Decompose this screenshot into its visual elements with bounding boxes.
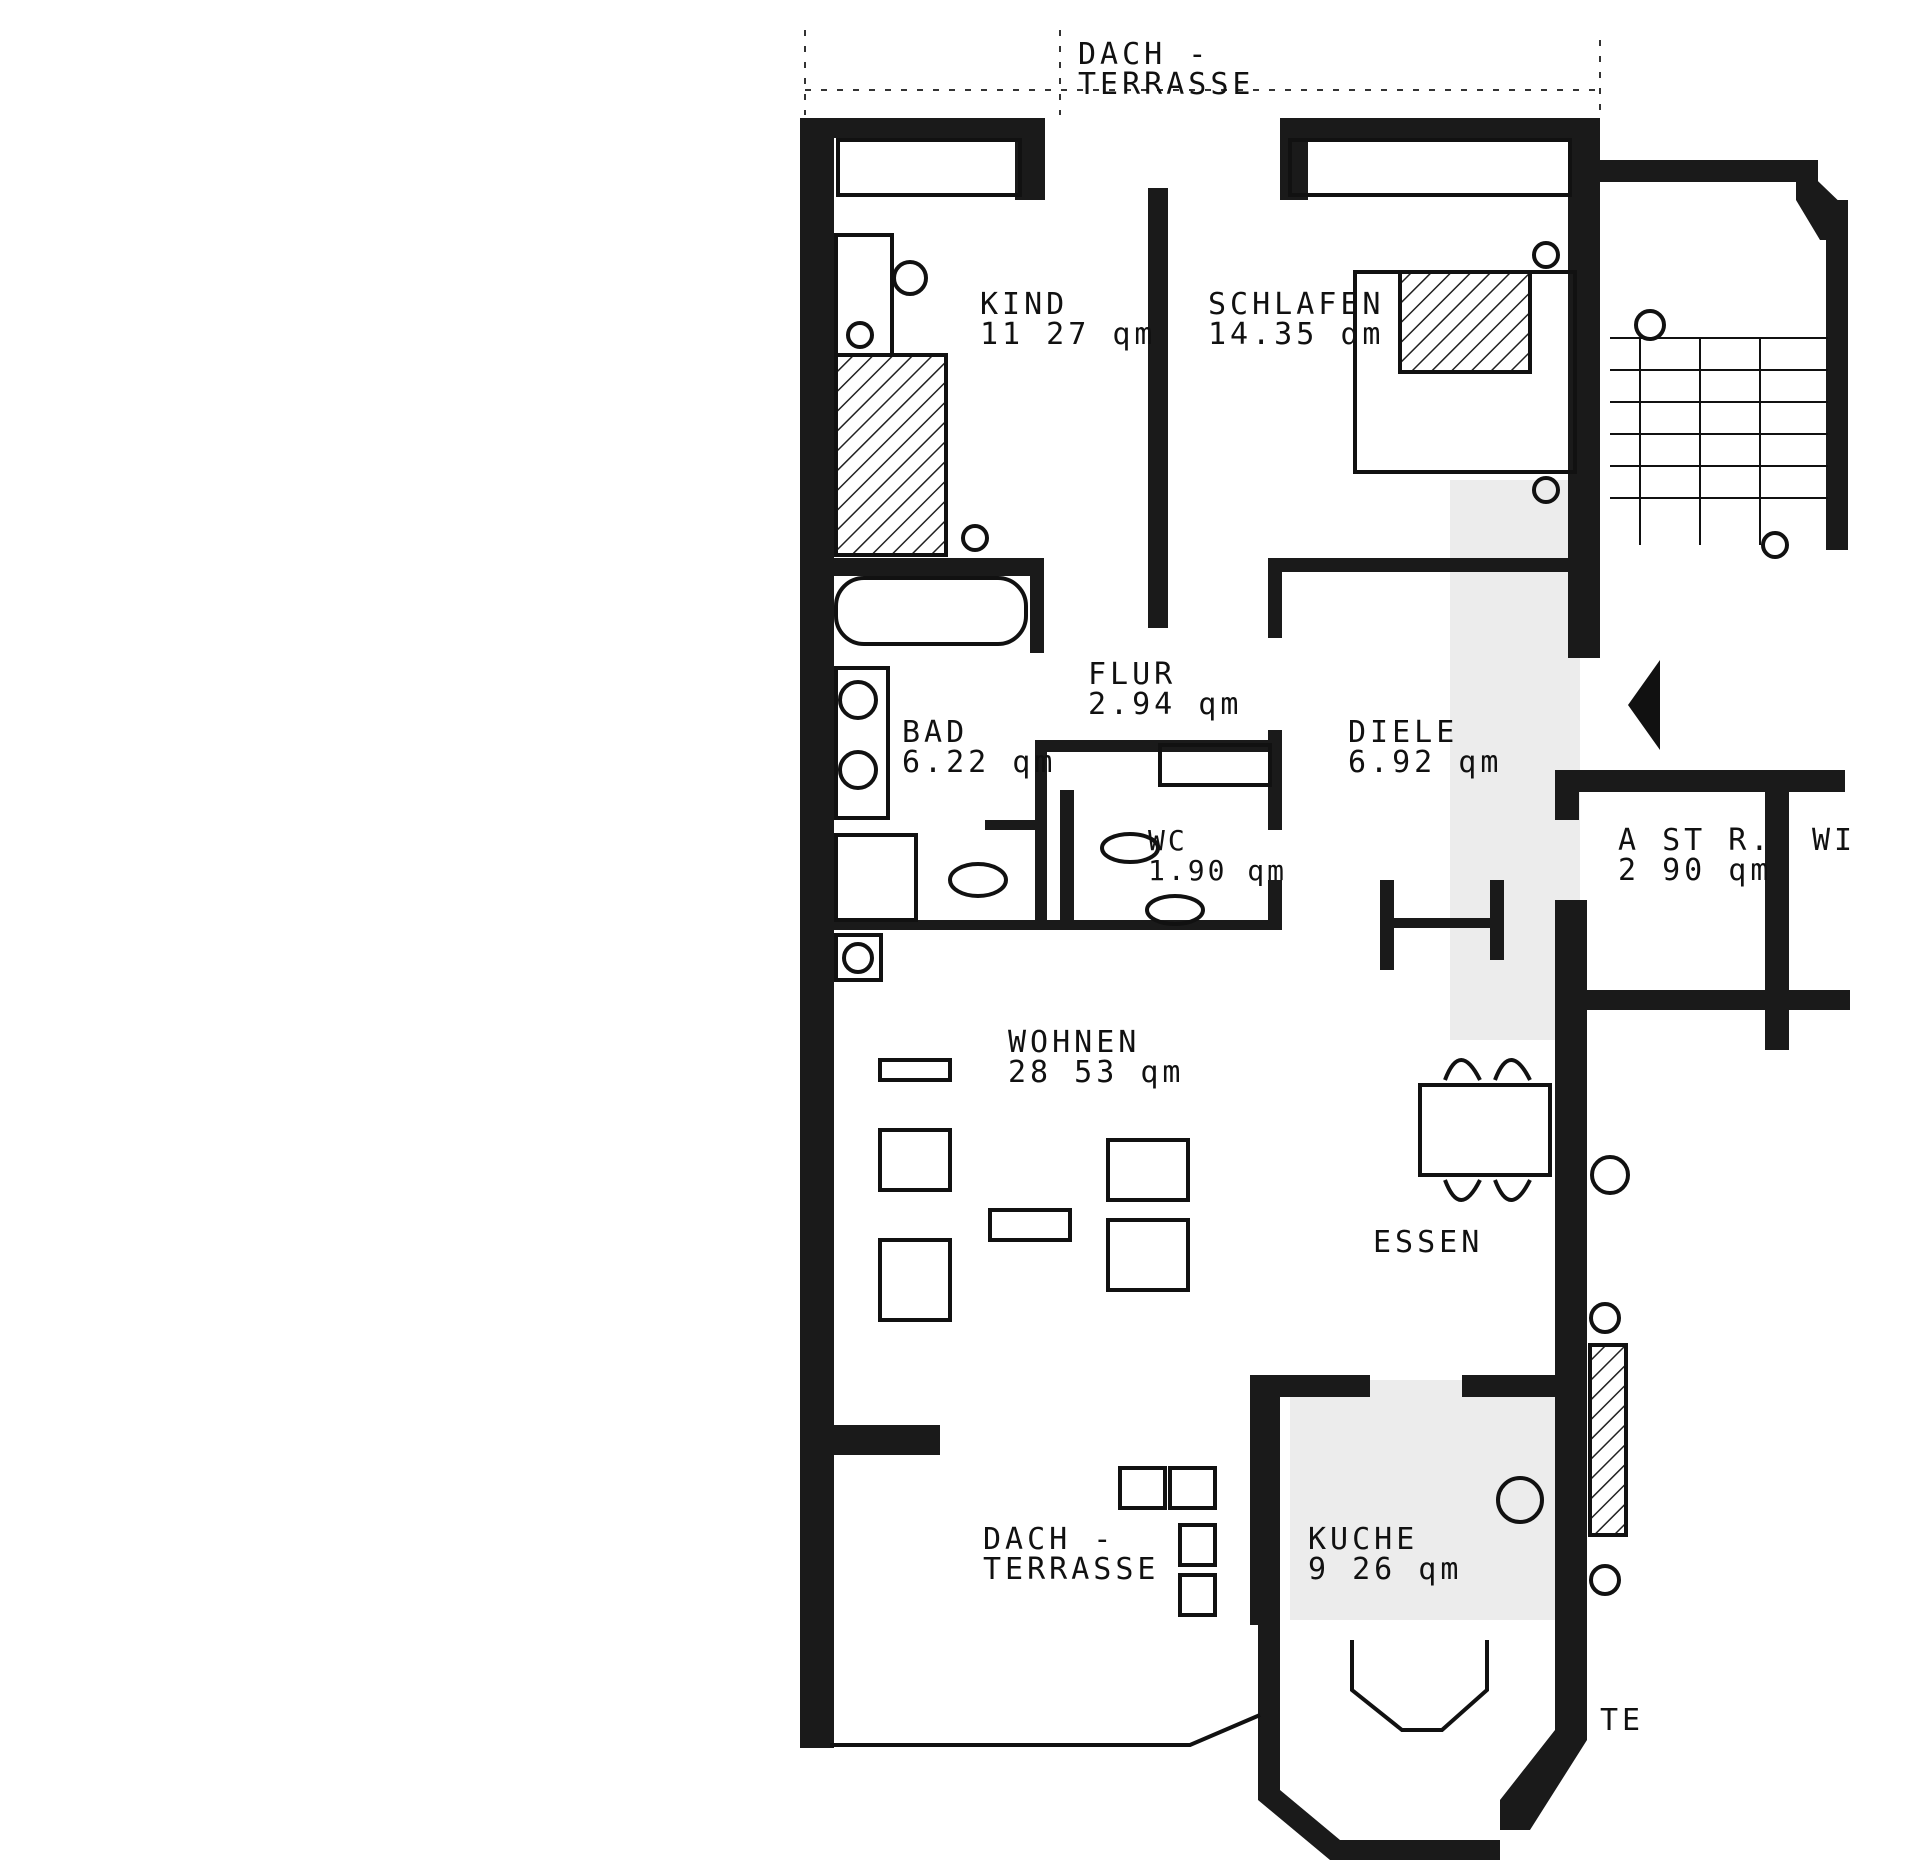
room-name: BAD [902,715,969,750]
room-label-dachterrasse-bottom: DACH - TERRASSE [983,1525,1160,1585]
room-area: 14.35 qm [1208,317,1385,352]
boundary-lines [804,30,1601,115]
room-name: KIND [980,287,1069,322]
room-name: WC [1148,824,1188,857]
room-area: 9 26 qm [1308,1552,1463,1587]
room-name-line1: DACH - [1078,37,1211,72]
room-name: KUCHE [1308,1522,1419,1557]
room-area: 2.94 qm [1088,687,1243,722]
room-label-flur: FLUR 2.94 qm [1088,660,1242,720]
room-label-cut-wi: WI [1812,826,1856,856]
room-name-line2: TERRASSE [983,1552,1160,1587]
room-label-essen: ESSEN [1373,1228,1483,1258]
room-area: 6.22 qm [902,745,1057,780]
room-label-kueche: KUCHE 9 26 qm [1308,1525,1462,1585]
room-name: WOHNEN [1008,1025,1141,1060]
room-name: FLUR [1088,657,1177,692]
room-name: A ST R. [1618,823,1773,858]
room-label-dachterrasse-top: DACH - TERRASSE [1078,40,1255,100]
room-label-bad: BAD 6.22 qm [902,718,1056,778]
room-label-wc: WC 1.90 qm [1148,826,1287,886]
room-name: WI [1812,823,1857,858]
room-name-line1: DACH - [983,1522,1116,1557]
room-label-abstellraum: A ST R. 2 90 qm [1618,826,1772,886]
walls [800,118,1850,1860]
room-area: 2 90 qm [1618,853,1773,888]
fixtures-and-furniture [830,138,1828,1747]
room-name: ESSEN [1373,1225,1484,1260]
room-area: 6.92 qm [1348,745,1503,780]
room-label-wohnen: WOHNEN 28 53 qm [1008,1028,1185,1088]
room-area: 11 27 qm [980,317,1157,352]
room-name: DIELE [1348,715,1459,750]
entrance-arrow-icon [1628,660,1660,750]
room-name-line2: TERRASSE [1078,67,1255,102]
room-name: SCHLAFEN [1208,287,1385,322]
shade-areas [1290,480,1580,1620]
room-label-diele: DIELE 6.92 qm [1348,718,1502,778]
room-area: 1.90 qm [1148,854,1288,887]
room-name: TE [1600,1703,1645,1738]
room-label-cut-te: TE [1600,1706,1644,1736]
room-area: 28 53 qm [1008,1055,1185,1090]
room-label-schlafen: SCHLAFEN 14.35 qm [1208,290,1385,350]
room-label-kind: KIND 11 27 qm [980,290,1157,350]
